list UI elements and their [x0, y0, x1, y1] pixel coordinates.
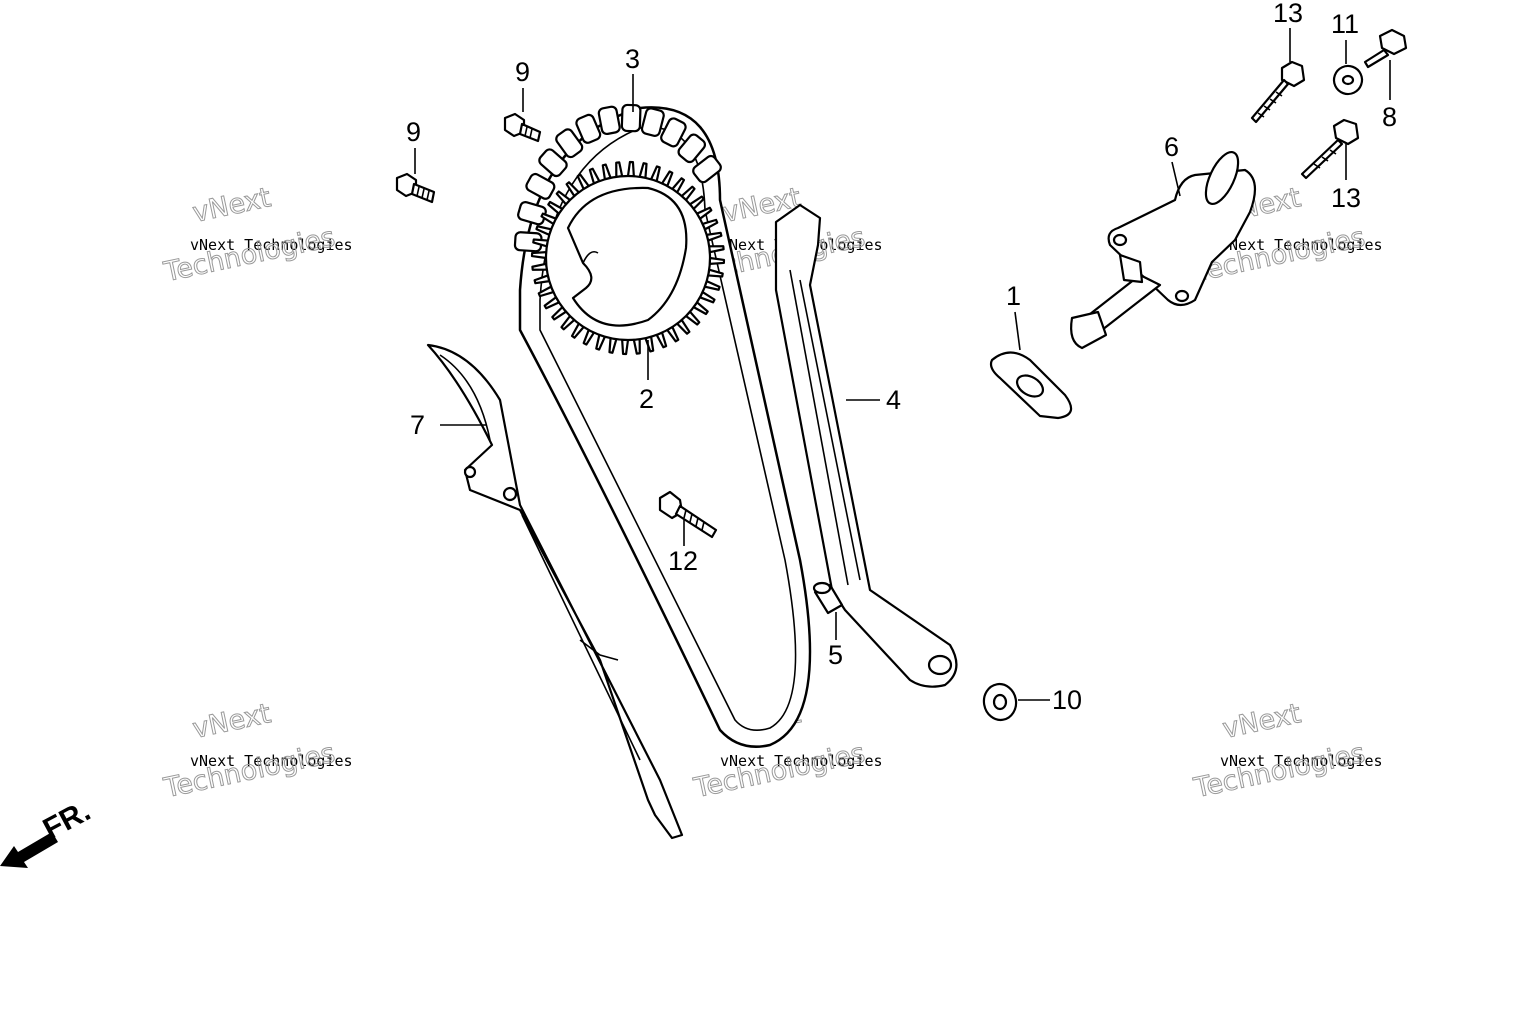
svg-text:vNext Technologies: vNext Technologies	[1220, 752, 1383, 770]
callout-2: 2	[639, 384, 654, 414]
callout-labels: 1 2 3 4 5 6 7 8 9 9 10 11 12 13 13	[406, 0, 1397, 715]
washer-part-10	[982, 682, 1018, 722]
svg-text:vNext: vNext	[190, 698, 274, 745]
bolt-part-8	[1363, 28, 1408, 69]
svg-text:Technologies: Technologies	[1191, 738, 1368, 805]
sprocket-tooth	[621, 338, 630, 356]
sprocket-tooth	[626, 160, 635, 178]
washer-part-11	[1332, 64, 1364, 96]
leader-lines	[414, 28, 1391, 701]
callout-11: 11	[1331, 9, 1359, 39]
svg-text:Technologies: Technologies	[161, 222, 338, 289]
bolt-part-12	[658, 490, 718, 539]
svg-text:Technologies: Technologies	[691, 738, 868, 805]
svg-text:vNext Technologies: vNext Technologies	[190, 236, 353, 254]
chain-link-plate	[692, 154, 722, 184]
bolt-part-9-upper	[503, 112, 542, 143]
callout-3: 3	[625, 44, 640, 74]
chain-link-plate	[677, 133, 707, 164]
chain-link-plate	[525, 172, 556, 200]
callout-9-lower: 9	[406, 117, 421, 147]
callout-1: 1	[1006, 281, 1021, 311]
svg-text:Technologies: Technologies	[161, 738, 338, 805]
callout-13-lower: 13	[1331, 183, 1361, 213]
bolt-part-13-upper	[1250, 60, 1306, 124]
callout-8: 8	[1382, 102, 1397, 132]
front-direction-marker: FR.	[0, 794, 96, 868]
watermark-bottom-right: vNext vNext Technologies Technologies	[1190, 698, 1383, 805]
chain-link-plate	[660, 117, 687, 148]
chain-link-plate	[575, 113, 602, 144]
sprocket-tooth	[530, 251, 548, 260]
watermark-top-left: vNext vNext Technologies Technologies	[160, 182, 353, 289]
bolt-part-13-lower	[1300, 118, 1360, 180]
front-direction-arrow-icon	[0, 832, 58, 868]
callout-12: 12	[668, 546, 698, 576]
svg-text:vNext: vNext	[190, 182, 274, 229]
callout-13-upper: 13	[1273, 0, 1303, 28]
watermark-bottom-left: vNext vNext Technologies Technologies	[160, 698, 353, 805]
tensioner-lifter-part-6	[1070, 151, 1257, 350]
callout-10: 10	[1052, 685, 1082, 715]
callout-4: 4	[886, 385, 901, 415]
svg-text:vNext Technologies: vNext Technologies	[190, 752, 353, 770]
callout-6: 6	[1164, 132, 1179, 162]
cam-chain-guide-part-7	[426, 343, 684, 840]
gasket-part-1	[989, 351, 1073, 420]
chain-tensioner-slider-part-4	[774, 203, 958, 688]
callout-7: 7	[410, 410, 425, 440]
chain-link-plate	[597, 105, 621, 136]
chain-link-plate	[555, 128, 584, 159]
svg-text:vNext Technologies: vNext Technologies	[1220, 236, 1383, 254]
bolt-part-9-lower	[395, 172, 436, 204]
svg-text:vNext Technologies: vNext Technologies	[720, 752, 883, 770]
callout-5: 5	[828, 640, 843, 670]
callout-9-upper: 9	[515, 57, 530, 87]
chain-links-part-3	[513, 103, 722, 253]
sprocket-tooth	[708, 256, 726, 265]
dowel-pin-part-5	[812, 581, 844, 615]
svg-text:vNext: vNext	[1220, 698, 1304, 745]
chain-link-plate	[538, 148, 568, 178]
chain-link-plate	[640, 107, 665, 137]
cam-sprocket-part-2	[530, 160, 726, 356]
chain-link-plate	[620, 103, 642, 133]
